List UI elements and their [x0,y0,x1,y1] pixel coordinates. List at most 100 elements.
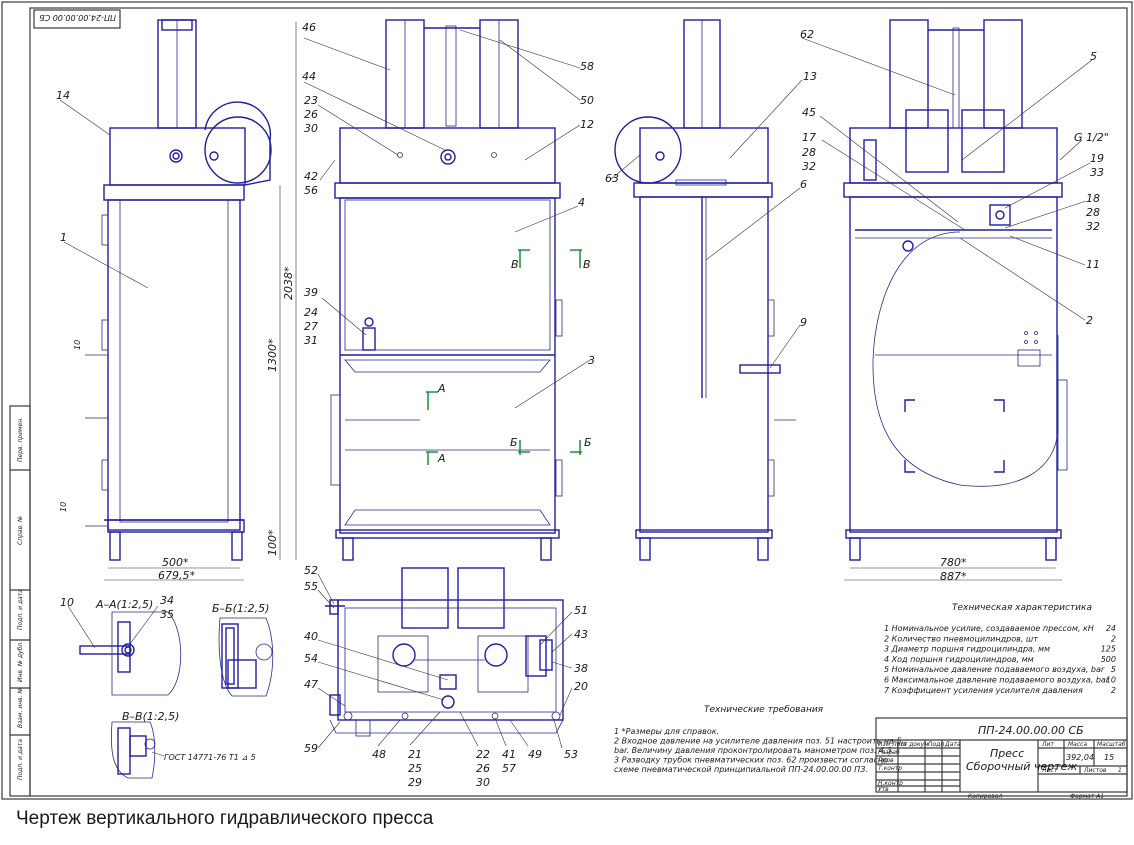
title-block-copied: Копировал [968,793,1002,800]
callout-42: 42 [304,170,318,183]
tb-row-3: Т.контр [878,765,902,772]
callout-40: 40 [304,630,318,643]
dim-780: 780* [940,556,967,569]
callout-51: 51 [574,604,588,617]
callout-11: 11 [1086,258,1100,271]
title-block-sheets-label: Листов [1083,767,1107,774]
callout-41: 41 [502,748,516,761]
callout-32: 32 [802,160,816,173]
title-block-scale-label: Масштаб [1097,741,1126,748]
tb-col-0: № докум [900,741,929,748]
tb-row-5: Утв [878,786,889,793]
title-block-mass-label: Масса [1068,741,1087,748]
view-rear: 780* 887* 62 5 45 17 28 32 G 1/2" 19 33 … [800,19,1109,583]
callout-58: 58 [580,60,594,73]
callout-23: 23 [304,94,318,107]
callout-2: 2 [1086,314,1093,327]
callout-57: 57 [502,762,516,775]
section-vv-title: В–В(1:2,5) [122,710,179,723]
tech-char-value: 24 [1106,624,1116,633]
callout-14: 14 [56,89,70,102]
title-block-scale: 15 [1104,753,1114,762]
callout-30: 30 [304,122,318,135]
tech-req-line: схеме пневматической принципиальной ПП-2… [614,765,868,774]
strip-dubl: Инв. № дубл. [17,641,24,682]
dim-887: 887* [940,570,967,583]
callout-34: 34 [160,594,174,607]
callout-29: 29 [408,776,422,789]
tech-char-value: 10 [1106,676,1116,685]
cut-b-left: Б [510,436,518,449]
tech-char-row: 5 Номинальное давление подаваемого возду… [884,665,1105,674]
strip-vzam: Взам. инв. № [17,687,24,728]
callout-49: 49 [528,748,542,761]
tech-characteristics: Техническая характеристика 1 Номинальное… [884,603,1116,695]
title-block-sheets-value: 1 [1118,767,1122,774]
tech-char-row: 3 Диаметр поршня гидроцилиндра, мм [884,645,1050,654]
callout-19: 19 [1090,152,1104,165]
dim-2038: 2038* [282,266,295,300]
callout-6: 6 [800,178,807,191]
tech-char-title: Техническая характеристика [952,603,1092,613]
tech-req-line: 3 Разводку трубок пневматических поз. 62… [614,756,888,765]
strip-perv: Перв. примен. [17,417,24,462]
tech-char-value: 500 [1101,655,1116,664]
rotated-stamp: ПП-24.00.00.00 СБ [33,9,121,29]
title-block-format: Формат А1 [1070,793,1104,800]
callout-48: 48 [372,748,386,761]
section-aa-title: А–А(1:2,5) [95,598,153,611]
callout-62: 62 [800,28,814,41]
title-block-code: ПП-24.00.00.00 СБ [978,724,1084,737]
strip-sprav: Справ. № [17,516,24,545]
cut-a-bottom: А [437,452,446,465]
tech-char-row: 7 Коэффициент усиления усилителя давлени… [884,686,1083,695]
callout-12: 12 [580,118,594,131]
title-block-lit: Лит [1041,741,1054,748]
view-front-left: 500* 679,5* 2038* 1300* 100* 10 10 14 1 [56,19,297,582]
callout-10: 10 [60,596,74,609]
callout-24: 24 [304,306,318,319]
title-block: ПП-24.00.00.00 СБ Пресс Сборочный чертеж… [875,717,1128,800]
callout-46: 46 [302,21,316,34]
callout-1: 1 [60,231,67,244]
title-block-sheet-label: Лист [1041,767,1058,774]
cut-v-right: В [583,258,591,271]
callout-39: 39 [304,286,318,299]
callout-38: 38 [574,662,588,675]
callout-4: 4 [578,196,585,209]
callout-33: 33 [1090,166,1104,179]
outer-frame [1,1,1133,800]
callout-17: 17 [802,131,816,144]
callout-18: 18 [1086,192,1100,205]
tech-char-value: 125 [1101,645,1116,654]
callout-56: 56 [304,184,318,197]
inner-frame [29,7,1128,797]
callout-47: 47 [304,678,318,691]
tech-char-value: 2 [1111,634,1116,643]
callout-45: 45 [802,106,816,119]
callout-32b: 32 [1086,220,1100,233]
view-front-center: В В А А Б Б 46 44 23 26 30 42 56 39 24 2… [302,19,595,561]
strip-podp2: Подп. и дата [17,739,24,780]
callout-35: 35 [160,608,174,621]
callout-63: 63 [605,172,619,185]
drawing-caption: Чертеж вертикального гидравлического пре… [16,808,434,829]
view-side: 13 6 9 63 [605,19,817,561]
tb-row-4: Н.контр [878,780,903,787]
tech-char-row: 1 Номинальное усилие, создаваемое прессо… [884,624,1094,633]
callout-5: 5 [1090,50,1097,63]
dim-679: 679,5* [158,569,195,582]
callout-31: 31 [304,334,318,347]
section-aa: А–А(1:2,5) 10 34 35 [60,594,182,696]
tb-col-1: Подп [928,741,944,748]
view-top: 52 55 40 54 47 59 48 21 25 29 22 26 30 4… [304,564,588,789]
callout-9: 9 [800,316,807,329]
cut-a-top: А [437,382,446,395]
tb-row-0: Изм Лист [878,741,908,748]
tech-req-line: 2 Входное давление на усилителе давления… [614,737,902,746]
dim-10b: 10 [59,502,68,512]
callout-21: 21 [408,748,422,761]
strip-podp1: Подп. и дата [17,589,24,630]
callout-53: 53 [564,748,578,761]
gost-weld-note: ГОСТ 14771-76 Т1 ⊿ 5 [164,753,256,762]
